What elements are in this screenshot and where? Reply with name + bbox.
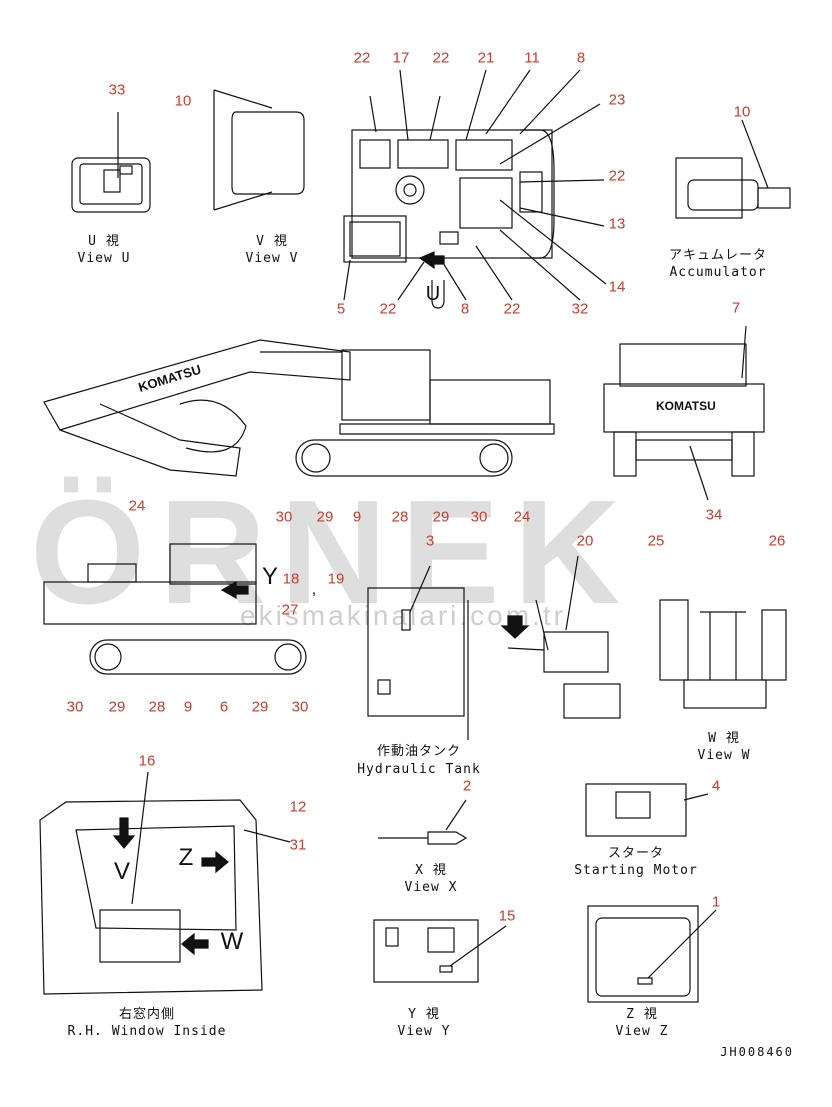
caption-view-u-jp: U 視: [88, 234, 120, 249]
caption-accumulator: Accumulator: [669, 265, 767, 280]
view-x: [378, 799, 468, 845]
callout-17: 17: [392, 49, 410, 67]
callout-9: 9: [352, 508, 362, 526]
callout-16: 16: [138, 752, 156, 770]
callout-4: 4: [711, 777, 721, 795]
accumulator: [675, 119, 791, 219]
callout-22: 22: [379, 300, 397, 318]
view-letter-u: U: [425, 283, 441, 305]
excavator-side: KOMATSU: [43, 339, 555, 477]
caption-view-v-jp: V 視: [256, 234, 288, 249]
callout-31: 31: [289, 836, 307, 854]
view-v-panel: [213, 89, 305, 211]
watermark-text: ÖRNEK: [30, 470, 635, 635]
callout-26: 26: [768, 532, 786, 550]
callout-25: 25: [647, 532, 665, 550]
callout-27: 27: [281, 601, 299, 619]
callout-9: 9: [183, 698, 193, 716]
caption-view-z-jp: Z 視: [626, 1007, 658, 1022]
caption-view-x-jp: X 視: [415, 863, 447, 878]
caption-window-jp: 右窓内側: [118, 1007, 176, 1022]
callout-29: 29: [316, 508, 334, 526]
callout-6: 6: [219, 698, 229, 716]
document-id: JH008460: [720, 1045, 794, 1059]
callout-30: 30: [66, 698, 84, 716]
callout-7: 7: [731, 299, 741, 317]
caption-view-z: View Z: [615, 1024, 669, 1039]
view-letter-z: Z: [178, 844, 194, 871]
caption-view-w: View W: [697, 748, 751, 763]
caption-hydraulic-tank-jp: 作動油タンク: [376, 744, 462, 759]
callout-2: 2: [462, 777, 472, 795]
callout-22: 22: [353, 49, 371, 67]
rear-brand-text: KOMATSU: [656, 399, 716, 413]
caption-starting-motor: Starting Motor: [574, 863, 698, 878]
caption-view-y: View Y: [397, 1024, 451, 1039]
view-z: [587, 905, 717, 1003]
excavator-left-side: [43, 543, 307, 675]
callout-1: 1: [711, 893, 721, 911]
hydraulic-tank: [367, 565, 469, 740]
caption-hydraulic-tank: Hydraulic Tank: [357, 762, 481, 777]
callout-8: 8: [576, 49, 586, 67]
callout-24: 24: [513, 508, 531, 526]
callout-10: 10: [174, 92, 192, 110]
callout-8: 8: [460, 300, 470, 318]
caption-view-u: View U: [77, 251, 131, 266]
view-y: [373, 919, 507, 983]
view-letter-v: V: [113, 858, 131, 885]
callout-23: 23: [608, 91, 626, 109]
callout-12: 12: [289, 798, 307, 816]
callout-29: 29: [108, 698, 126, 716]
caption-view-x: View X: [404, 880, 458, 895]
control-lever: [500, 555, 621, 719]
view-u-panel: [71, 112, 151, 213]
callout-30: 30: [470, 508, 488, 526]
caption-accumulator-jp: アキュムレータ: [668, 248, 768, 263]
callout-22: 22: [503, 300, 521, 318]
view-letter-comma: ,: [311, 581, 317, 598]
callout-11: 11: [524, 49, 540, 67]
callout-5: 5: [336, 300, 346, 318]
caption-view-w-jp: W 視: [708, 731, 740, 746]
rear-view: KOMATSU: [603, 325, 765, 501]
callout-30: 30: [291, 698, 309, 716]
callout-29: 29: [432, 508, 450, 526]
callout-15: 15: [498, 907, 516, 925]
rh-window: [39, 771, 291, 995]
callout-13: 13: [608, 215, 626, 233]
caption-window: R.H. Window Inside: [67, 1024, 227, 1039]
starting-motor: [585, 783, 709, 837]
caption-view-y-jp: Y 視: [408, 1007, 440, 1022]
callout-28: 28: [148, 698, 166, 716]
callout-29: 29: [251, 698, 269, 716]
callout-30: 30: [275, 508, 293, 526]
callout-28: 28: [391, 508, 409, 526]
callout-21: 21: [477, 49, 495, 67]
callout-24: 24: [128, 497, 146, 515]
callout-34: 34: [705, 506, 723, 524]
callout-22: 22: [608, 167, 626, 185]
callout-19: 19: [327, 570, 345, 588]
view-letter-w: W: [220, 928, 244, 955]
caption-view-v: View V: [245, 251, 299, 266]
callout-20: 20: [576, 532, 594, 550]
callout-18: 18: [282, 570, 300, 588]
callout-22: 22: [432, 49, 450, 67]
view-w: [659, 599, 787, 709]
callout-3: 3: [425, 532, 435, 550]
view-letter-y: Y: [261, 563, 279, 590]
callout-14: 14: [608, 278, 626, 296]
callout-32: 32: [571, 300, 589, 318]
top-view-machine: [343, 69, 607, 309]
callout-33: 33: [108, 81, 126, 99]
caption-starting-motor-jp: スタータ: [607, 846, 665, 861]
callout-10: 10: [733, 103, 751, 121]
